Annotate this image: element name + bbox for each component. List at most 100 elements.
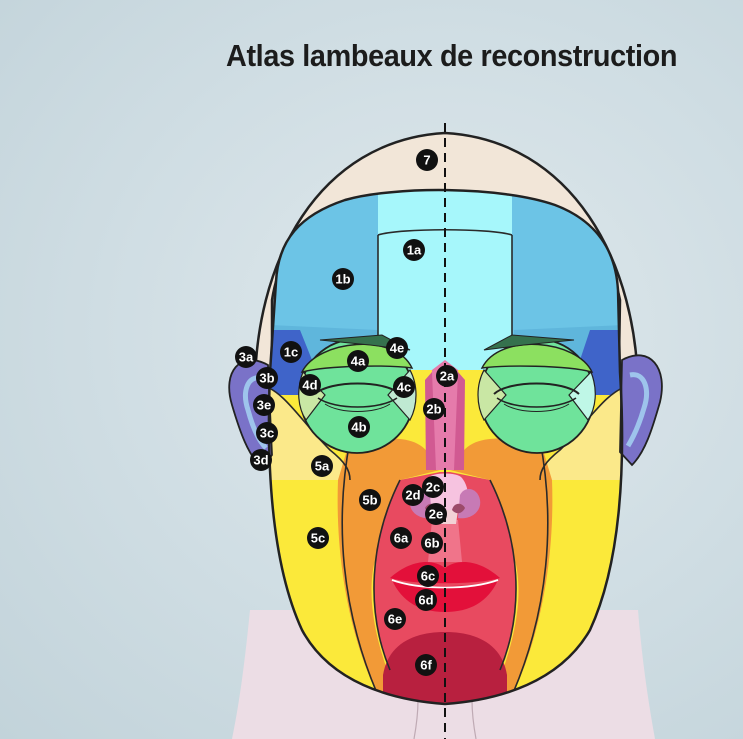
zone-badge-circle bbox=[384, 608, 406, 630]
zone-badge-text: 4c bbox=[397, 380, 411, 395]
right-eyelid-dark bbox=[483, 334, 575, 351]
right-eye-fold-line bbox=[503, 403, 570, 412]
zone-badge-circle bbox=[423, 398, 445, 420]
right-eye-upper-lid-line bbox=[493, 382, 580, 395]
zone-badge-6b: 6b bbox=[421, 532, 443, 554]
neck-line-right bbox=[471, 699, 477, 739]
zone-badge-text: 6a bbox=[394, 531, 409, 546]
zone-badge-circle bbox=[393, 376, 415, 398]
zone-badge-circle bbox=[421, 532, 443, 554]
zone-badge-text: 1c bbox=[284, 345, 298, 360]
zone-badge-circle bbox=[390, 527, 412, 549]
zone-badge-circle bbox=[403, 239, 425, 261]
zone-label-layer: 7 1a 1b 1c 3a 3b 3e 3c 3d 4a 4e 4d 4c 4b 2a 2b 2c 2d 2e 5a 5… bbox=[235, 149, 458, 676]
zone-badge-circle bbox=[417, 565, 439, 587]
zone-badge-1b: 1b bbox=[332, 268, 354, 290]
right-ear bbox=[619, 354, 663, 467]
zone-badge-2d: 2d bbox=[402, 484, 424, 506]
zone-badge-3e: 3e bbox=[253, 394, 275, 416]
zone-badge-text: 2d bbox=[405, 488, 420, 503]
right-canthus-lateral bbox=[568, 370, 596, 422]
nostril-right bbox=[452, 503, 465, 514]
zone-badge-text: 6f bbox=[420, 658, 432, 673]
zone-badge-circle bbox=[386, 337, 408, 359]
right-eye-lower-lid-line bbox=[496, 397, 577, 408]
zone-badge-text: 3e bbox=[257, 398, 271, 413]
zone-badge-3d: 3d bbox=[250, 449, 272, 471]
zone-badge-7: 7 bbox=[416, 149, 438, 171]
zone-badge-circle bbox=[402, 484, 424, 506]
face-outline bbox=[267, 188, 624, 706]
zone-badge-5c: 5c bbox=[307, 527, 329, 549]
zone-badge-text: 6c bbox=[421, 569, 435, 584]
zone-badge-4d: 4d bbox=[299, 374, 321, 396]
zone-badge-3c: 3c bbox=[256, 422, 278, 444]
zone-badge-text: 6e bbox=[388, 612, 402, 627]
zone-badge-text: 6b bbox=[424, 536, 439, 551]
zone-badge-text: 5b bbox=[362, 493, 377, 508]
zone-badge-3a: 3a bbox=[235, 346, 257, 368]
ala-right bbox=[458, 488, 481, 519]
zone-badge-text: 4a bbox=[351, 354, 366, 369]
zone-badge-2a: 2a bbox=[436, 365, 458, 387]
zone-badge-circle bbox=[256, 422, 278, 444]
nose-sidewall-right bbox=[454, 372, 465, 470]
zone-badge-text: 2b bbox=[426, 402, 441, 417]
zone-badge-circle bbox=[253, 394, 275, 416]
zone-badge-circle bbox=[307, 527, 329, 549]
zone-badge-circle bbox=[347, 350, 369, 372]
malar-zone-right bbox=[540, 385, 623, 480]
malar-zone-left-5a bbox=[268, 385, 350, 480]
zone-badge-circle bbox=[422, 476, 444, 498]
zone-badge-circle bbox=[348, 416, 370, 438]
neck-line-left bbox=[413, 699, 419, 739]
zone-badge-text: 2e bbox=[429, 507, 443, 522]
zone-badge-text: 3c bbox=[260, 426, 274, 441]
zone-badge-text: 3b bbox=[259, 371, 274, 386]
zone-badge-text: 2a bbox=[440, 369, 455, 384]
zone-badge-2e: 2e bbox=[425, 503, 447, 525]
zone-badge-4b: 4b bbox=[348, 416, 370, 438]
right-eyelid-upper bbox=[480, 343, 594, 374]
zone-divider-lines bbox=[268, 228, 623, 701]
right-canthus-medial bbox=[477, 368, 507, 422]
zone-badge-circle bbox=[311, 455, 333, 477]
zone-badge-5b: 5b bbox=[359, 489, 381, 511]
zone-badge-circle bbox=[415, 654, 437, 676]
zone-badge-6f: 6f bbox=[415, 654, 437, 676]
zone-badge-1a: 1a bbox=[403, 239, 425, 261]
zone-badge-circle bbox=[256, 367, 278, 389]
zone-badge-circle bbox=[425, 503, 447, 525]
zone-badge-4e: 4e bbox=[386, 337, 408, 359]
right-orbit-region bbox=[477, 334, 596, 454]
zone-badge-circle bbox=[299, 374, 321, 396]
zone-badge-6c: 6c bbox=[417, 565, 439, 587]
zone-badge-text: 6d bbox=[418, 593, 433, 608]
zone-badge-circle bbox=[332, 268, 354, 290]
zone-badge-2b: 2b bbox=[423, 398, 445, 420]
cheek-zone-right bbox=[450, 438, 553, 700]
zone-badge-6a: 6a bbox=[390, 527, 412, 549]
zone-badge-text: 4d bbox=[302, 378, 317, 393]
zone-badge-circle bbox=[359, 489, 381, 511]
zone-badge-circle bbox=[436, 365, 458, 387]
zone-badge-1c: 1c bbox=[280, 341, 302, 363]
lip-line bbox=[391, 579, 499, 589]
zone-badge-circle bbox=[415, 589, 437, 611]
left-eye-lower-lid-line bbox=[317, 397, 398, 408]
zone-badge-text: 4e bbox=[390, 341, 404, 356]
zone-badge-6d: 6d bbox=[415, 589, 437, 611]
zone-badge-5a: 5a bbox=[311, 455, 333, 477]
zone-badge-text: 3a bbox=[239, 350, 254, 365]
zone-badge-6e: 6e bbox=[384, 608, 406, 630]
page-title: Atlas lambeaux de reconstruction bbox=[226, 38, 678, 73]
zone-badge-3b: 3b bbox=[256, 367, 278, 389]
zone-badge-2c: 2c bbox=[422, 476, 444, 498]
zone-badge-4a: 4a bbox=[347, 350, 369, 372]
zone-badge-text: 5a bbox=[315, 459, 330, 474]
zone-badge-text: 5c bbox=[311, 531, 325, 546]
zone-badge-circle bbox=[235, 346, 257, 368]
zone-badge-text: 2c bbox=[426, 480, 440, 495]
zone-badge-text: 4b bbox=[351, 420, 366, 435]
